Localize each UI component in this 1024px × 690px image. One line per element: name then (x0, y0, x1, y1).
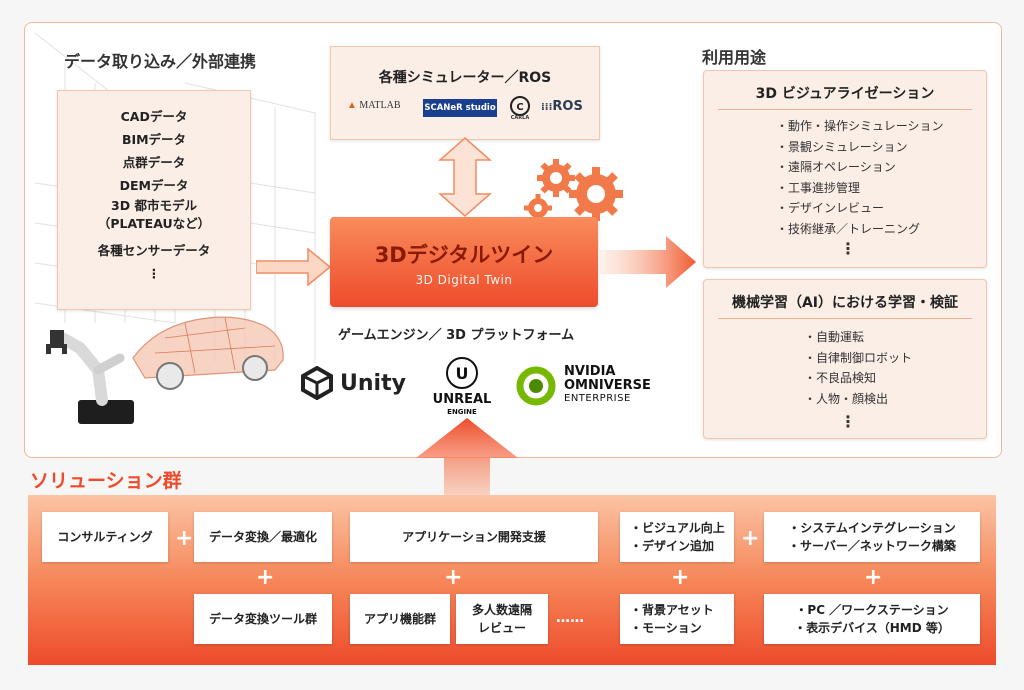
card-line: ・PC ／ワークステーション (795, 603, 949, 617)
unreal-icon: U (446, 357, 478, 389)
digital-twin-title: 3Dデジタルツイン (374, 243, 554, 267)
svg-text:U: U (456, 364, 469, 383)
arrow-import-to-twin (256, 247, 332, 287)
robot-arm-illustration (46, 330, 134, 424)
plus-icon: + (864, 565, 883, 590)
list-item: ・人物・顔検出 (804, 391, 889, 406)
plus-icon: + (256, 565, 275, 590)
ellipsis-text: …… (556, 610, 584, 626)
list-item: （PLATEAUなど） (97, 216, 211, 231)
unreal-sub-label: ENGINE (447, 408, 477, 416)
import-section-title: データ取り込み／外部連携 (64, 52, 257, 71)
data-source-list: CADデータ BIMデータ 点群データ DEMデータ 3D 都市モデル （PLA… (58, 91, 250, 285)
matlab-label: MATLAB (359, 100, 401, 111)
gears-icon (524, 159, 623, 222)
carla-icon: C (510, 96, 530, 116)
plus-icon: + (741, 526, 760, 551)
list-item: ・景観シミュレーション (776, 139, 908, 154)
visualization-title: 3D ビジュアライゼーション (755, 86, 935, 102)
carla-label: CARLA (510, 115, 530, 121)
plus-icon: + (175, 526, 194, 551)
matlab-logo: ▲ MATLAB (347, 100, 401, 111)
nvidia-omniverse-logo: NVIDIA OMNIVERSE ENTERPRISE (516, 364, 666, 408)
visualization-list: ・動作・操作シミュレーション ・景観シミュレーション ・遠隔オペレーション ・工… (776, 116, 944, 239)
list-item: ・技術継承／トレーニング (776, 221, 921, 236)
divider (718, 109, 972, 110)
unreal-label: UNREAL (432, 392, 492, 407)
list-item: ・遠隔オペレーション (776, 160, 896, 174)
data-convert-card: データ変換／最適化 (194, 512, 332, 562)
card-line: ・ビジュアル向上 (630, 521, 725, 535)
list-item: 点群データ (122, 155, 186, 170)
ellipsis-item: ⋮ (147, 266, 161, 281)
card-line: ・システムインテグレーション (788, 521, 956, 535)
card-line: レビュー (477, 621, 526, 635)
multi-review-card: 多人数遠隔 レビュー (456, 594, 548, 644)
card-line: ・サーバー／ネットワーク構築 (788, 539, 956, 553)
data-tools-card: データ変換ツール群 (194, 594, 332, 644)
system-integration-card: ・システムインテグレーション ・サーバー／ネットワーク構築 (764, 512, 980, 562)
engines-title: ゲームエンジン／ 3D プラットフォーム (338, 328, 575, 343)
data-source-box: CADデータ BIMデータ 点群データ DEMデータ 3D 都市モデル （PLA… (57, 90, 251, 310)
plus-icon: + (444, 565, 463, 590)
divider (718, 318, 972, 319)
list-item: 3D 都市モデル (111, 198, 197, 213)
omniverse-label: OMNIVERSE (564, 378, 651, 393)
machine-learning-list: ・自動運転 ・自律制御ロボット ・不良品検知 ・人物・顔検出 (804, 327, 912, 409)
scaner-logo: SCANeR studio (423, 99, 497, 117)
simulator-title: 各種シミュレーター／ROS (378, 70, 552, 86)
unity-label: Unity (340, 370, 406, 396)
app-features-card: アプリ機能群 (350, 594, 450, 644)
list-item: DEMデータ (119, 178, 189, 193)
nvidia-label: NVIDIA (564, 364, 616, 379)
consulting-card: コンサルティング (42, 512, 168, 562)
list-item: 各種センサーデータ (97, 243, 211, 258)
card-line: ・表示デバイス（HMD 等） (794, 621, 950, 635)
enterprise-label: ENTERPRISE (564, 393, 631, 404)
unity-logo: Unity (300, 366, 406, 400)
svg-text:C: C (516, 102, 523, 113)
omniverse-icon (516, 366, 556, 406)
card-line: 多人数遠隔 (471, 603, 532, 617)
card-line: ・デザイン追加 (630, 539, 715, 553)
matlab-icon: ▲ (347, 100, 357, 111)
machine-learning-title: 機械学習（AI）における学習・検証 (731, 295, 959, 311)
arrow-solutions-to-platform (416, 418, 518, 498)
usage-section-title: 利用用途 (702, 48, 767, 67)
solutions-section-title: ソリューション群 (30, 470, 182, 492)
plus-icon: + (671, 565, 690, 590)
visualization-box: 3D ビジュアライゼーション ・動作・操作シミュレーション ・景観シミュレーショ… (703, 70, 987, 268)
digital-twin-box: 3Dデジタルツイン 3D Digital Twin (330, 217, 598, 307)
machine-learning-box: 機械学習（AI）における学習・検証 ・自動運転 ・自律制御ロボット ・不良品検知… (703, 279, 987, 439)
list-item: ・自律制御ロボット (804, 350, 913, 365)
unreal-logo: U UNREAL ENGINE (427, 356, 497, 420)
carla-logo: C CARLA (507, 95, 533, 121)
double-arrow-sim-twin (438, 137, 492, 217)
list-item: ・工事進捗管理 (776, 180, 861, 195)
visual-card: ・ビジュアル向上 ・デザイン追加 (620, 512, 734, 562)
card-line: ・モーション (630, 621, 702, 635)
card-line: ・背景アセット (630, 603, 714, 617)
more-ellipsis: ⋮ (840, 239, 856, 258)
list-item: ・動作・操作シミュレーション (776, 119, 944, 133)
assets-card: ・背景アセット ・モーション (620, 594, 734, 644)
list-item: CADデータ (120, 109, 188, 124)
list-item: ・デザインレビュー (776, 201, 885, 215)
digital-twin-subtitle: 3D Digital Twin (415, 273, 513, 287)
arrow-twin-to-usage (600, 236, 696, 288)
list-item: BIMデータ (121, 132, 187, 147)
list-item: ・自動運転 (804, 330, 865, 344)
more-ellipsis: ⋮ (840, 412, 856, 431)
hardware-card: ・PC ／ワークステーション ・表示デバイス（HMD 等） (764, 594, 980, 644)
ros-logo: ⁞⁞⁞ROS (541, 99, 583, 114)
list-item: ・不良品検知 (804, 371, 877, 385)
ros-dots-icon: ⁞⁞⁞ (541, 102, 553, 113)
ros-label: ROS (552, 99, 583, 114)
simulator-box: 各種シミュレーター／ROS ▲ MATLAB SCANeR studio C C… (330, 46, 600, 140)
app-dev-card: アプリケーション開発支援 (350, 512, 598, 562)
unity-cube-icon (301, 366, 333, 400)
car-wireframe-illustration (132, 316, 284, 390)
